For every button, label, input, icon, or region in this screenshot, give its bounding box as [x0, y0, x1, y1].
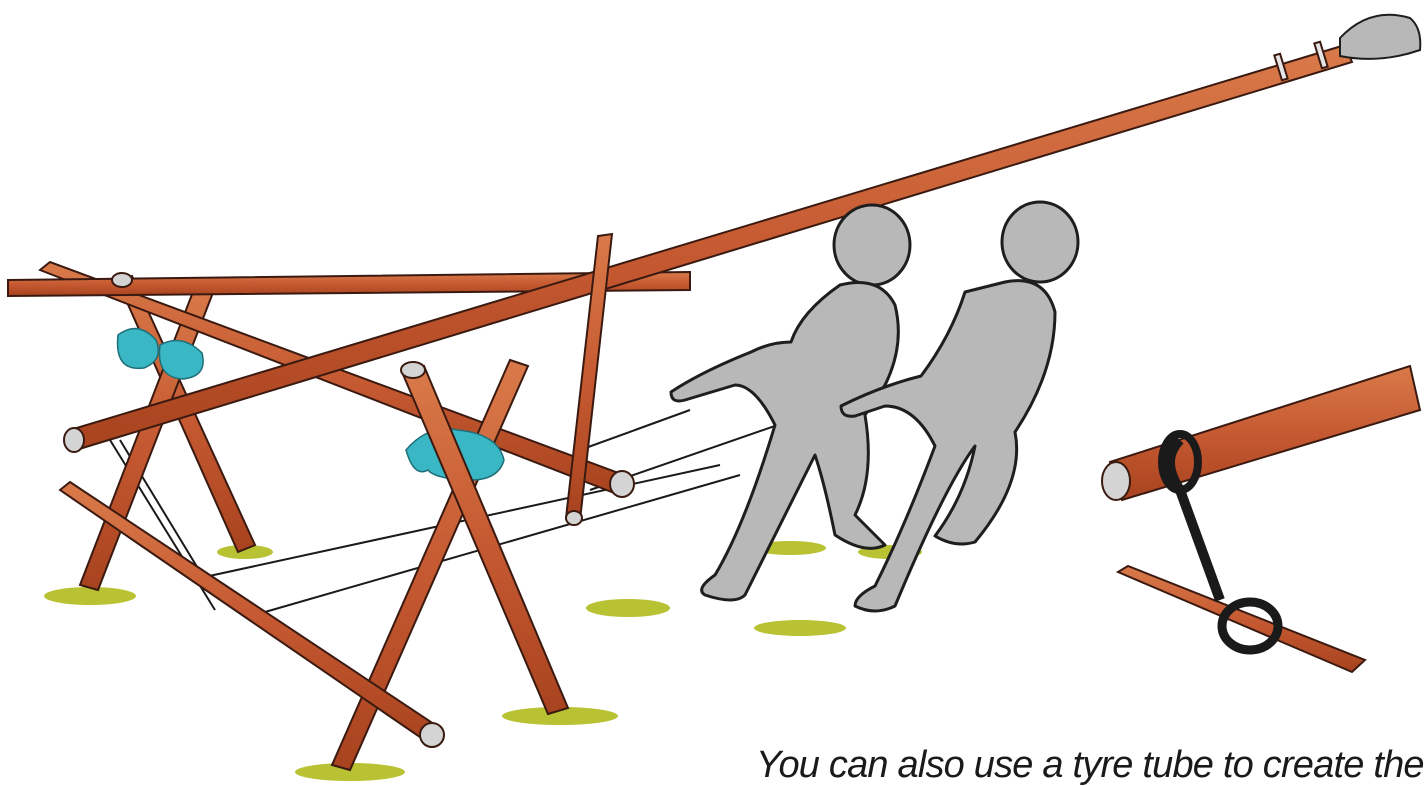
grass-tuft [586, 599, 670, 617]
pole-end [566, 511, 582, 525]
rubber-tie [159, 341, 203, 380]
figure-head [1002, 202, 1078, 282]
rope [580, 410, 690, 450]
pole-end [64, 428, 84, 452]
pole [60, 482, 440, 744]
caption: You can also use a tyre tube to create t… [756, 744, 1428, 786]
figure-head [834, 205, 910, 285]
pole-end [401, 362, 425, 378]
lashing-detail [1102, 366, 1420, 672]
pole-end [420, 723, 444, 747]
pole [1110, 366, 1420, 500]
grass-tuft [44, 587, 136, 605]
bucket-icon [1340, 15, 1420, 59]
grass-tuft [754, 620, 846, 636]
pole-end [1102, 462, 1130, 500]
pole [1118, 566, 1365, 672]
pole-end [610, 471, 634, 497]
pole-end [112, 273, 132, 287]
